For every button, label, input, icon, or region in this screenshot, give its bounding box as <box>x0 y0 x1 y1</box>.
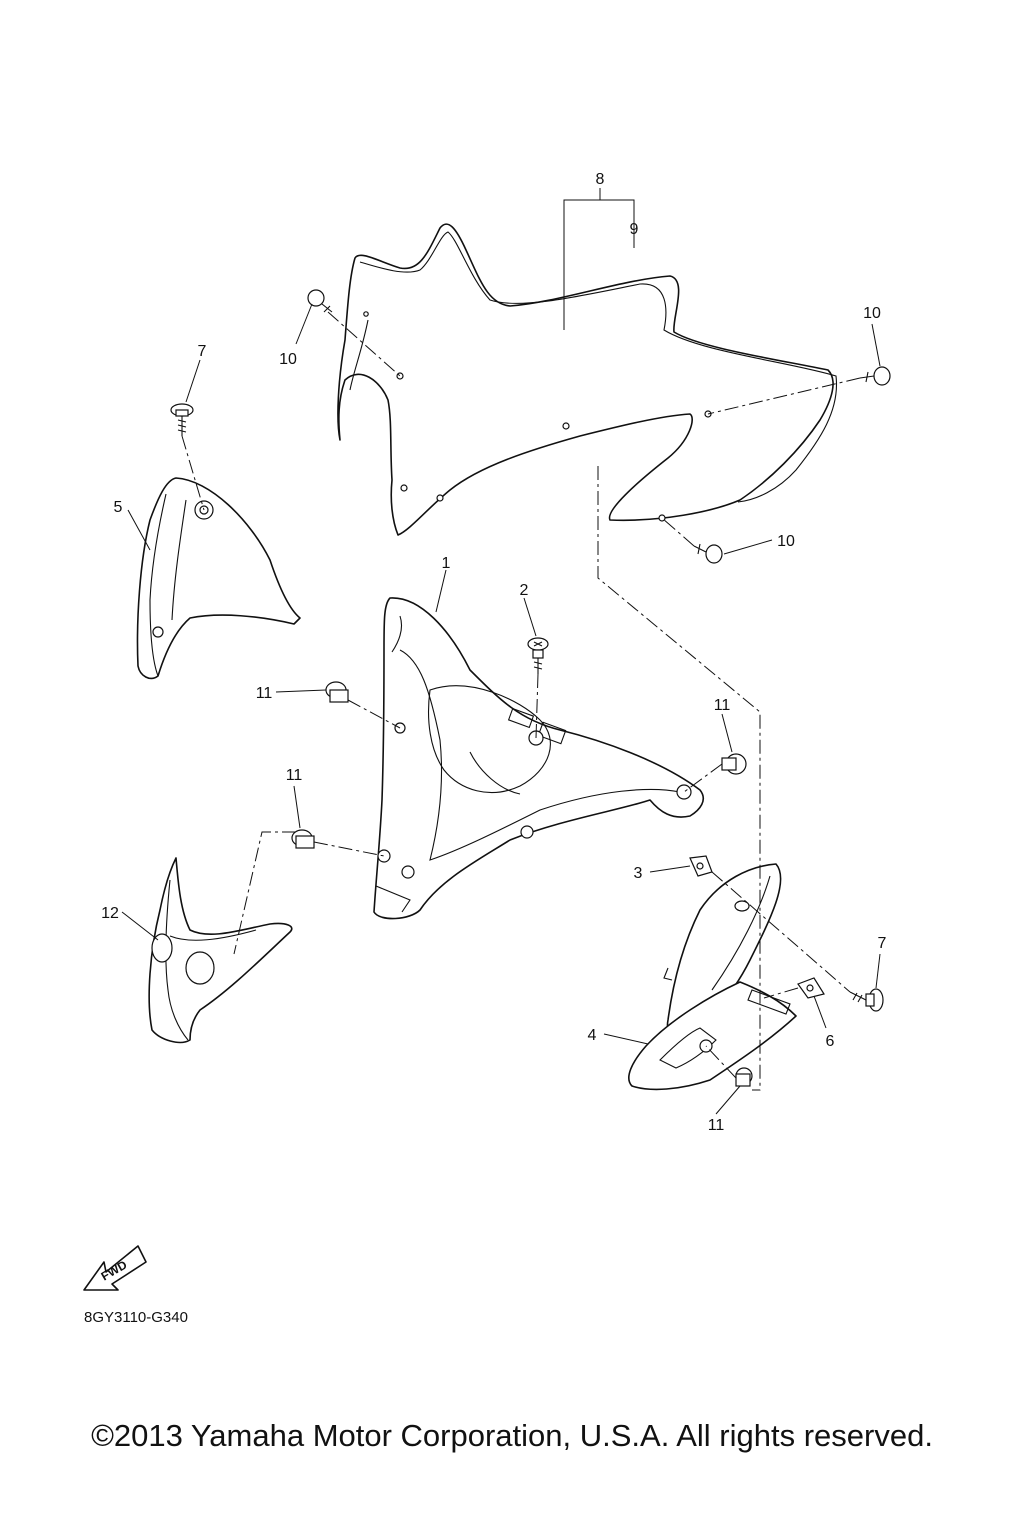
callout-5: 5 <box>114 499 123 516</box>
lower-left-cowl-part[interactable] <box>148 857 293 1044</box>
screw-7-right-icon <box>849 988 884 1012</box>
inner-panel-part[interactable] <box>373 597 705 920</box>
screw-7-left-icon <box>170 403 194 436</box>
callout-4: 4 <box>588 1027 597 1044</box>
callout-7-left: 7 <box>198 343 207 360</box>
clip-nut-6-icon <box>797 977 825 999</box>
callout-1: 1 <box>442 555 451 572</box>
callout-11-d: 11 <box>708 1117 725 1134</box>
bolt-10-left-icon <box>307 289 333 313</box>
windshield-part[interactable] <box>337 223 838 536</box>
callout-10-right: 10 <box>863 305 881 322</box>
bolt-10-right-icon <box>859 366 891 386</box>
collar-11-d-icon <box>735 1067 753 1087</box>
diagram-reference-code: 8GY3110-G340 <box>84 1309 188 1326</box>
callout-11-b: 11 <box>714 697 731 714</box>
right-lower-panel-part[interactable] <box>628 981 797 1091</box>
callout-3: 3 <box>634 865 643 882</box>
copyright-notice: ©2013 Yamaha Motor Corporation, U.S.A. A… <box>91 1418 933 1453</box>
callout-10-lower: 10 <box>777 533 795 550</box>
callout-12: 12 <box>101 905 119 922</box>
collar-11-b-icon <box>721 753 747 775</box>
collar-11-a-icon <box>325 681 349 703</box>
callout-11-c: 11 <box>286 767 303 784</box>
callout-9: 9 <box>630 221 639 238</box>
callout-2: 2 <box>520 582 529 599</box>
callout-10-left: 10 <box>279 351 297 368</box>
callout-11-a: 11 <box>256 685 273 702</box>
callout-6: 6 <box>826 1033 835 1050</box>
forward-direction-arrow-icon: FWD <box>83 1245 147 1291</box>
callout-7-right: 7 <box>878 935 887 952</box>
clip-nut-3-icon <box>689 855 713 877</box>
screw-2-icon <box>527 637 549 674</box>
collar-11-c-icon <box>291 829 315 849</box>
left-side-cover-part[interactable] <box>136 477 301 680</box>
callout-8: 8 <box>596 171 605 188</box>
bolt-10-lower-icon <box>693 543 723 564</box>
